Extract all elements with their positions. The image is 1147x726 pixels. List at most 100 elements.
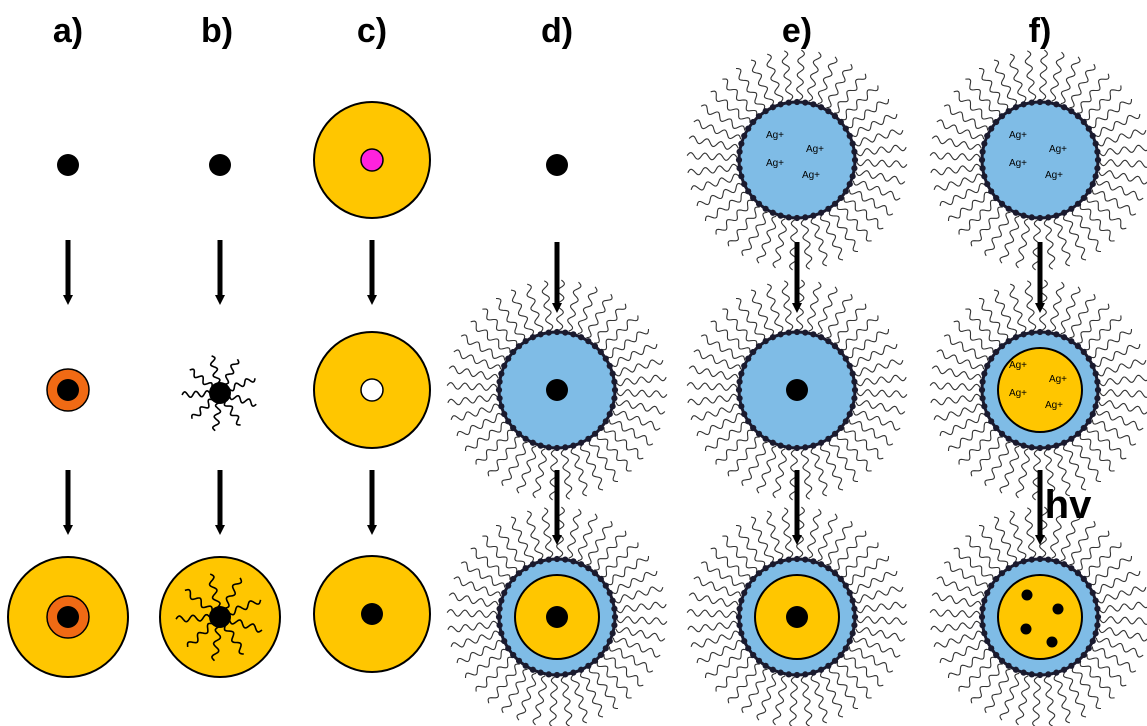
surfactant-head [817,334,825,341]
surfactant-head [851,395,858,402]
surfactant-head [802,671,809,678]
surfactant-tail [727,663,760,704]
ligand-chain [224,358,240,385]
surfactant-head [1036,671,1044,679]
surfactant-tail [931,135,982,150]
surfactant-tail [608,646,654,673]
surfactant-head [817,666,825,673]
surfactant-head [785,329,792,336]
surfactant-head [1080,575,1087,583]
col-b-ligand-particle [181,355,257,432]
surfactant-head [741,410,748,418]
surfactant-tail [1069,520,1096,566]
surfactant-tail [856,374,907,387]
surfactant-tail [800,676,813,726]
surfactant-tail [1015,448,1030,499]
surfactant-tail [766,283,784,333]
surfactant-head [1012,334,1020,341]
surfactant-head [1094,148,1101,155]
surfactant-head [529,439,537,446]
surfactant-head [1094,395,1101,402]
surfactant-head [1020,558,1027,565]
surfactant-tail [616,374,667,387]
surfactant-head [825,205,832,212]
surfactant-head [1085,188,1092,195]
surfactant-head [741,362,748,370]
surfactant-head [831,200,839,207]
surfactant-tail [603,427,644,460]
surfactant-head [496,395,503,402]
surfactant-tail [856,601,907,614]
surfactant-head [802,444,809,451]
surfactant-tail [501,441,528,487]
surfactant-head [846,180,853,188]
surfactant-tail [817,56,838,105]
surfactant-head [1074,570,1082,577]
surfactant-tail [1091,419,1137,446]
surfactant-tail [1015,675,1030,726]
surfactant-head [1045,444,1052,451]
surfactant-head [736,605,743,612]
surfactant-head [1060,104,1068,111]
surfactant-tail [819,444,844,491]
surfactant-head [755,113,763,120]
silver-nanoparticle [1046,636,1058,648]
surfactant-tail [999,445,1020,494]
surfactant-head [501,637,508,645]
surfactant-tail [947,421,991,452]
surfactant-head [1020,212,1027,219]
surfactant-head [793,98,801,106]
surfactant-tail [999,215,1020,264]
surfactant-tail [933,630,983,648]
surfactant-head [1045,99,1052,106]
surfactant-head [1085,582,1092,589]
surfactant-tail [828,666,859,710]
silver-ion-label: Ag+ [766,130,784,141]
surfactant-tail [616,601,667,614]
surfactant-head [606,362,613,370]
surfactant-head [562,556,569,563]
surfactant-head [755,657,763,664]
surfactant-tail [722,78,758,117]
surfactant-tail [817,286,838,335]
surfactant-head [585,435,592,442]
surfactant-head [837,194,844,202]
surfactant-head [738,403,745,410]
surfactant-head [1068,662,1075,669]
surfactant-tail [953,320,994,353]
surfactant-head [745,418,752,425]
surfactant-tail [693,119,742,140]
surfactant-head [1005,435,1012,442]
surfactant-head [606,410,613,418]
surfactant-head [602,355,609,362]
surfactant-head [810,669,817,676]
surfactant-tail [1099,144,1147,157]
ligand-chain [186,622,213,647]
surfactant-tail [464,648,508,679]
surfactant-head [984,180,991,188]
surfactant-head [585,662,592,669]
surfactant-head [1060,334,1068,341]
surfactant-head [736,378,743,385]
ligand-chain [223,625,244,655]
surfactant-tail [781,507,794,558]
col-f-gold-ion-micelle: Ag+Ag+Ag+Ag+ [978,328,1102,452]
surfactant-tail [852,180,901,201]
col-f-gold-ion-micelle-gold-shell [997,347,1083,433]
surfactant-head [793,555,801,563]
surfactant-head [1074,657,1082,664]
surfactant-head [777,331,784,338]
surfactant-tail [1071,439,1102,483]
surfactant-head [1085,355,1092,362]
surfactant-head [741,180,748,188]
surfactant-tail [715,656,754,692]
surfactant-tail [936,576,985,597]
surfactant-tail [1098,627,1147,642]
surfactant-head [498,370,505,377]
surfactant-head [793,214,801,222]
surfactant-tail [1089,555,1133,586]
surfactant-head [777,212,784,219]
surfactant-tail [541,507,554,558]
surfactant-head [1094,622,1101,629]
ligand-chain [223,401,241,426]
